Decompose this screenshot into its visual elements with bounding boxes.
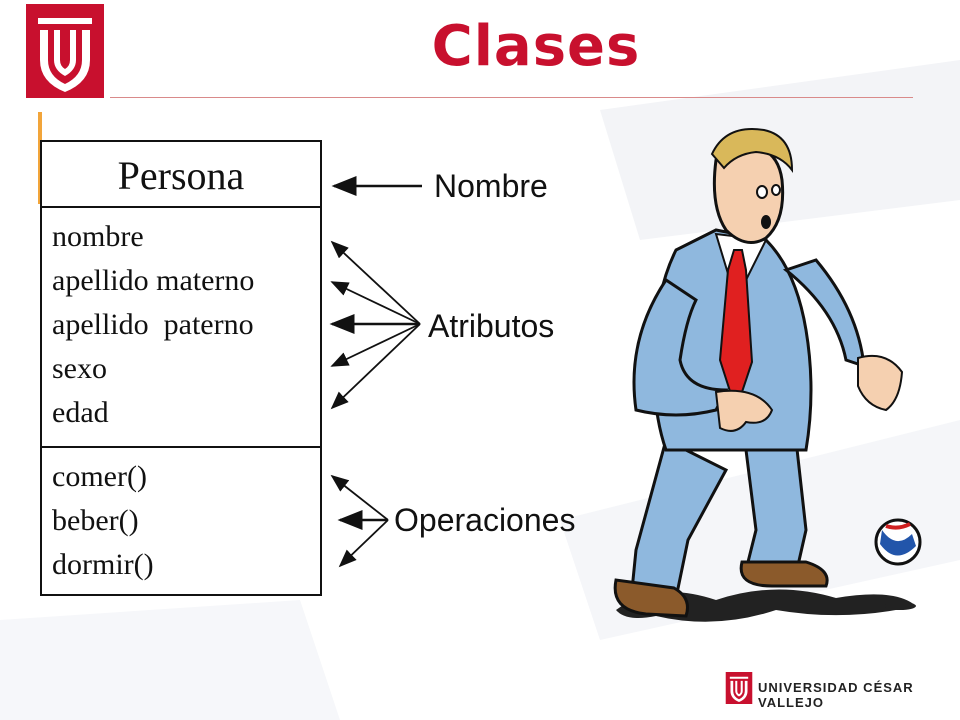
operations-section: comer() beber() dormir(): [42, 448, 320, 594]
businessman-illustration: [613, 128, 922, 622]
operation-item: comer(): [52, 460, 147, 493]
uml-class-box: Persona nombre apellido materno apellido…: [40, 140, 322, 596]
attribute-item: apellido materno: [52, 264, 255, 297]
operations-arrows: [330, 474, 389, 568]
slide-title: Clases: [431, 14, 641, 79]
attributes-arrows: [329, 240, 421, 410]
operation-item: dormir(): [52, 548, 154, 581]
callout-operaciones: Operaciones: [394, 502, 576, 538]
class-name: Persona: [117, 153, 245, 198]
attribute-item: sexo: [52, 352, 107, 385]
title-divider: [110, 97, 913, 98]
attributes-section: nombre apellido materno apellido paterno…: [42, 208, 320, 448]
class-name-section: Persona: [42, 142, 320, 208]
attribute-item: apellido paterno: [52, 308, 254, 341]
attribute-item: nombre: [52, 220, 144, 253]
ball-icon: [874, 518, 922, 610]
operation-item: beber(): [52, 504, 139, 537]
university-brand: UNIVERSIDAD CÉSAR VALLEJO: [758, 680, 914, 710]
ucv-footer-logo-icon: [725, 672, 753, 704]
ucv-logo-icon: [26, 4, 104, 98]
callout-nombre: Nombre: [434, 168, 548, 204]
attribute-item: edad: [52, 396, 109, 429]
callout-atributos: Atributos: [428, 308, 555, 344]
